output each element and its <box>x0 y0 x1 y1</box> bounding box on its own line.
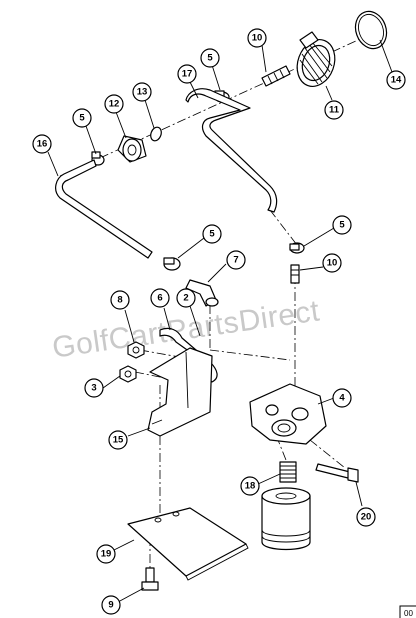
callout-label: 14 <box>391 75 402 86</box>
callout-label: 2 <box>183 293 188 304</box>
mounting-plate <box>127 507 247 577</box>
o-ring <box>354 10 388 50</box>
fuel-pump-top <box>296 31 336 87</box>
callout-16[interactable]: 16 <box>32 134 52 154</box>
callout-10[interactable]: 10 <box>322 253 342 273</box>
callout-label: 20 <box>361 512 372 523</box>
callout-label: 18 <box>245 481 256 492</box>
nut-upper <box>127 341 145 359</box>
callout-6[interactable]: 6 <box>150 288 170 308</box>
callout-20[interactable]: 20 <box>356 507 376 527</box>
callout-5[interactable]: 5 <box>202 224 222 244</box>
callout-label: 19 <box>101 549 112 560</box>
mounting-bolt-bottom <box>141 567 159 591</box>
callout-5[interactable]: 5 <box>200 48 220 68</box>
callout-label: 5 <box>209 229 215 240</box>
filter-adapter <box>279 461 297 483</box>
callout-8[interactable]: 8 <box>110 290 130 310</box>
callout-label: 8 <box>117 295 122 306</box>
callout-13[interactable]: 13 <box>132 82 152 102</box>
callout-9[interactable]: 9 <box>101 595 121 615</box>
o-ring-small <box>150 126 162 142</box>
callout-11[interactable]: 11 <box>324 100 344 120</box>
callout-label: 13 <box>137 87 148 98</box>
reference-code-box: 00 <box>399 605 416 618</box>
callout-label: 5 <box>79 113 85 124</box>
callout-19[interactable]: 19 <box>96 544 116 564</box>
callout-label: 9 <box>108 600 113 611</box>
callout-label: 5 <box>207 53 213 64</box>
callout-label: 12 <box>109 99 120 110</box>
callout-label: 6 <box>157 293 162 304</box>
filter-head <box>249 383 327 445</box>
callout-label: 11 <box>329 105 340 116</box>
hose-barb-lower <box>290 264 300 284</box>
callout-label: 10 <box>252 33 263 44</box>
hose-barb-top <box>261 65 291 87</box>
hose-clamp-middle <box>163 257 181 271</box>
callout-label: 5 <box>339 220 345 231</box>
fuel-hose-left <box>55 159 153 259</box>
callout-label: 10 <box>327 258 338 269</box>
callout-2[interactable]: 2 <box>176 288 196 308</box>
callout-4[interactable]: 4 <box>332 388 352 408</box>
callout-12[interactable]: 12 <box>104 94 124 114</box>
callout-label: 4 <box>339 393 345 404</box>
callout-5[interactable]: 5 <box>332 215 352 235</box>
mounting-bolt-right <box>315 463 359 483</box>
callout-label: 7 <box>233 255 238 266</box>
callout-14[interactable]: 14 <box>386 70 406 90</box>
mounting-bracket <box>147 347 213 437</box>
callout-10[interactable]: 10 <box>247 28 267 48</box>
nut-lower <box>119 365 137 383</box>
callout-5[interactable]: 5 <box>72 108 92 128</box>
elbow-fitting <box>185 279 219 307</box>
callout-18[interactable]: 18 <box>240 476 260 496</box>
callout-17[interactable]: 17 <box>177 64 197 84</box>
fuel-filter <box>261 487 311 551</box>
reference-code: 00 <box>404 609 413 618</box>
callout-label: 3 <box>91 383 96 394</box>
callout-label: 16 <box>37 139 48 150</box>
fuel-fitting <box>117 135 147 163</box>
hose-clamp-right <box>289 242 305 254</box>
callout-3[interactable]: 3 <box>84 378 104 398</box>
callout-label: 15 <box>113 435 124 446</box>
callout-label: 17 <box>182 69 193 80</box>
leader-lines <box>47 39 393 603</box>
callout-7[interactable]: 7 <box>226 250 246 270</box>
fuel-hose-upper <box>185 88 278 213</box>
callout-15[interactable]: 15 <box>108 430 128 450</box>
